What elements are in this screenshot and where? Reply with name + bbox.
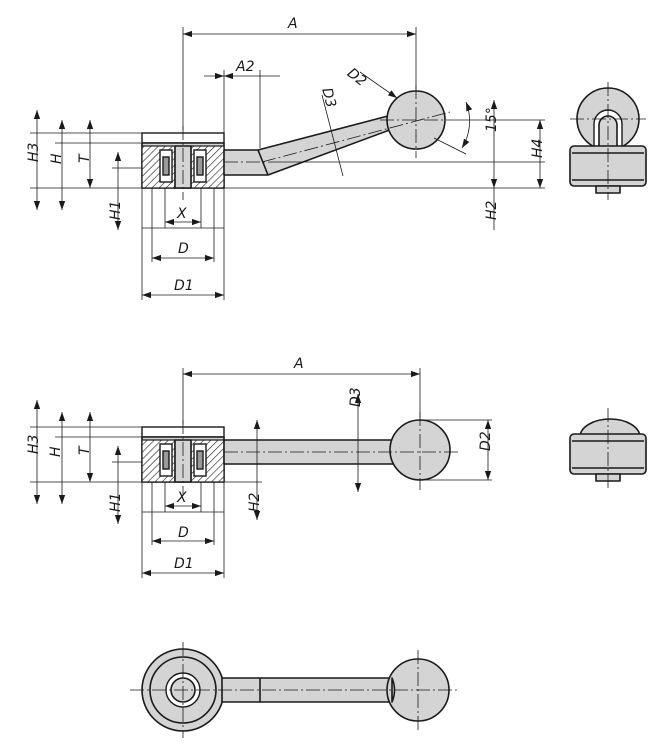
straight-handle-section-view: A H3 H T H1 H2 D3 D2 X D D1: [26, 356, 494, 578]
label-h3-2: H3: [26, 435, 42, 454]
label-a: A: [287, 16, 298, 32]
label-h1: H1: [108, 201, 124, 220]
label-d1-2: D1: [174, 556, 194, 572]
end-view-ball-2: [579, 418, 641, 438]
label-h4: H4: [530, 139, 546, 158]
label-d1: D1: [174, 278, 194, 294]
label-x: X: [176, 206, 187, 222]
ratchet-pawl-right-2: [196, 450, 204, 470]
angled-handle-end-view: [569, 82, 647, 200]
label-t: T: [77, 153, 93, 163]
arm-bend-line: [257, 149, 269, 176]
label-h-2: H: [48, 446, 64, 457]
label-d-2: D: [178, 525, 189, 541]
ratchet-pawl-left-2: [162, 450, 170, 470]
label-angle: 15°: [484, 107, 500, 132]
dim-d2-leader: [359, 71, 398, 99]
label-t-2: T: [77, 445, 93, 455]
ratchet-pawl-left: [162, 156, 170, 176]
label-d2: D2: [344, 65, 369, 90]
label-x-2: X: [176, 490, 187, 506]
plan-boss-ring: [149, 656, 217, 724]
label-a2: A2: [235, 59, 255, 75]
dim-d3-leader: [321, 94, 344, 177]
label-a-2: A: [293, 356, 304, 372]
plan-view: [130, 642, 460, 738]
label-d3: D3: [318, 86, 339, 109]
label-h2: H2: [484, 200, 500, 220]
ratchet-pawl-right: [196, 156, 204, 176]
plan-ball-neck: [391, 677, 396, 703]
label-d: D: [178, 241, 189, 257]
label-h2-2: H2: [247, 492, 263, 512]
dim-angle-arc: [461, 101, 473, 149]
label-h1-2: H1: [108, 493, 124, 512]
angled-handle-section-view: A A2 D2 D3 H3 H T H1 X D D1 15° H4 H2: [26, 16, 546, 300]
arm-centerline-angled: [261, 111, 451, 163]
dim-d2-far: [433, 137, 467, 155]
straight-handle-end-view: [569, 408, 647, 488]
crank-arm: [223, 115, 396, 176]
label-h3: H3: [26, 143, 42, 162]
label-d2-2: D2: [478, 431, 494, 451]
label-d3-2: D3: [348, 387, 364, 407]
label-h: H: [49, 153, 65, 164]
